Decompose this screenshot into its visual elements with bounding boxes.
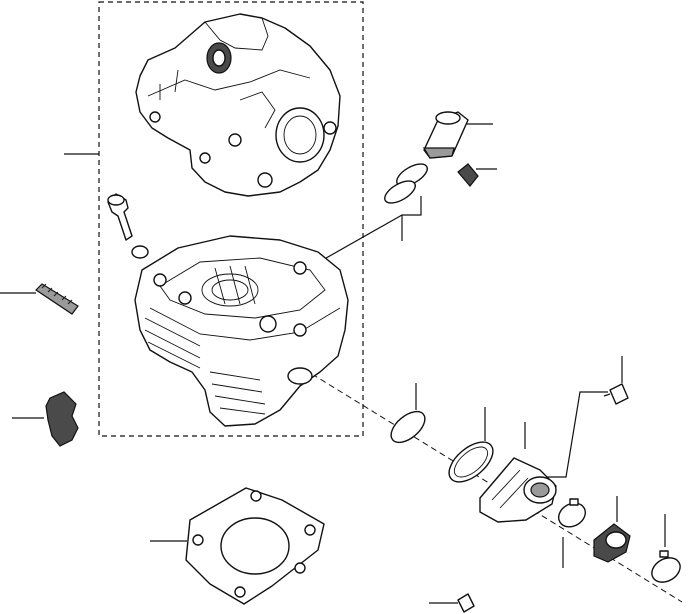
oil-filler-cap — [422, 111, 469, 159]
center-axis-line — [311, 373, 683, 603]
small-o-ring — [131, 245, 149, 259]
stud-bolt — [35, 283, 79, 315]
assembly-group-box — [98, 1, 364, 437]
cylinder-head-gasket — [185, 487, 325, 605]
hose-clamp-left — [557, 498, 587, 528]
valve-guide — [107, 193, 133, 241]
hose-clamp-right — [651, 550, 681, 583]
drain-bolt — [457, 163, 479, 187]
o-ring-pair — [384, 163, 428, 204]
intake-manifold — [479, 457, 557, 523]
intake-o-ring — [390, 410, 426, 444]
oil-seal-set — [45, 391, 79, 447]
cylinder-head-cover — [135, 13, 341, 197]
insulator-rubber — [593, 523, 631, 563]
cylinder-head — [134, 235, 349, 427]
leader-lines — [0, 123, 666, 604]
flange-bolt — [603, 383, 629, 405]
bottom-bolt — [457, 593, 475, 613]
intake-gasket — [448, 441, 494, 483]
